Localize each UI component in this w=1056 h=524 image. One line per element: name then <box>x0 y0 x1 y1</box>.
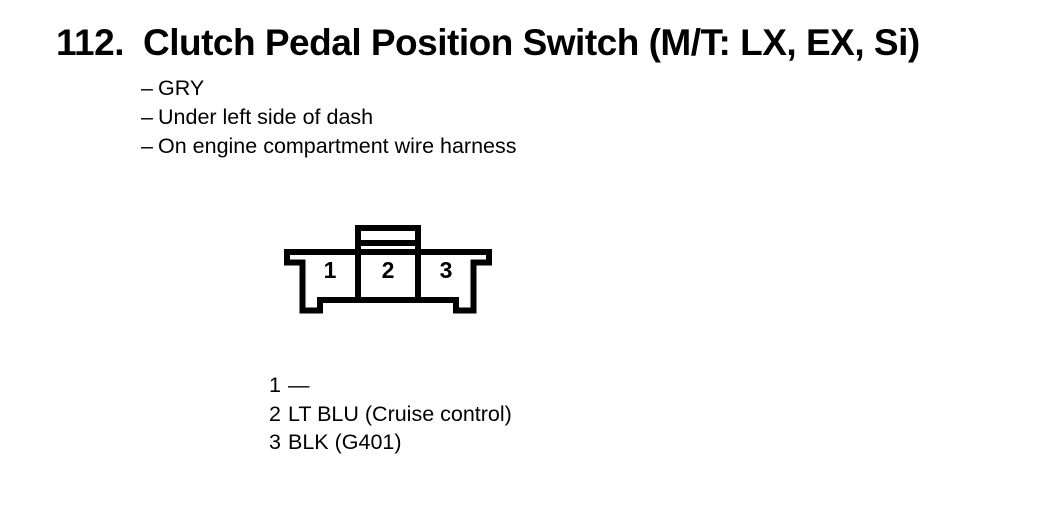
page-title: Clutch Pedal Position Switch (M/T: LX, E… <box>143 22 920 63</box>
legend-row: 1— <box>269 371 512 400</box>
connector-tab <box>355 225 421 300</box>
legend-row: 2 LT BLU (Cruise control) <box>269 400 512 429</box>
pin-number-1: 1 <box>324 257 337 283</box>
section-number: 112. <box>56 22 124 63</box>
legend-row: 3 BLK (G401) <box>269 428 512 457</box>
section-heading: 112. Clutch Pedal Position Switch (M/T: … <box>56 23 920 63</box>
note-line: –Under left side of dash <box>141 103 517 132</box>
pin-number-3: 3 <box>440 257 453 283</box>
legend-pin: 1 <box>269 373 281 397</box>
note-line: –On engine compartment wire harness <box>141 132 517 161</box>
notes-list: –GRY –Under left side of dash –On engine… <box>141 74 517 161</box>
legend-pin: 3 <box>269 430 281 454</box>
legend-pin: 2 <box>269 401 281 426</box>
legend-label: — <box>288 373 310 397</box>
note-bullet: – <box>141 76 153 100</box>
pin-number-2: 2 <box>382 257 395 283</box>
note-bullet: – <box>141 105 153 129</box>
legend-label: LT BLU (Cruise control) <box>288 401 512 426</box>
connector-diagram: 1 2 3 <box>284 225 492 314</box>
note-line: –GRY <box>141 74 517 103</box>
note-text: On engine compartment wire harness <box>158 134 517 158</box>
note-bullet: – <box>141 134 153 158</box>
connector-housing <box>284 249 492 314</box>
legend-label: BLK (G401) <box>288 430 402 454</box>
note-text: Under left side of dash <box>158 105 374 129</box>
note-text: GRY <box>158 76 205 100</box>
